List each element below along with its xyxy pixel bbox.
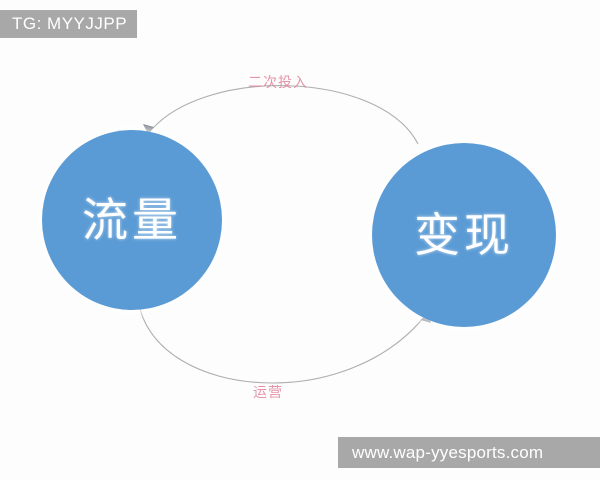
node-monetize-label: 变现 <box>414 208 514 262</box>
top-arc-path <box>147 85 419 145</box>
node-traffic-label: 流量 <box>82 193 182 247</box>
site-watermark: www.wap-yyesports.com <box>338 437 600 468</box>
bottom-arc-path <box>138 304 429 384</box>
bottom-arc-label: 运营 <box>253 385 283 401</box>
node-traffic[interactable]: 流量 <box>42 130 222 310</box>
top-arc-label: 二次投入 <box>248 75 308 91</box>
tg-banner: TG: MYYJJPP <box>0 10 138 38</box>
top-arc-arrowhead-icon <box>143 124 154 134</box>
node-monetize[interactable]: 变现 <box>372 143 556 327</box>
